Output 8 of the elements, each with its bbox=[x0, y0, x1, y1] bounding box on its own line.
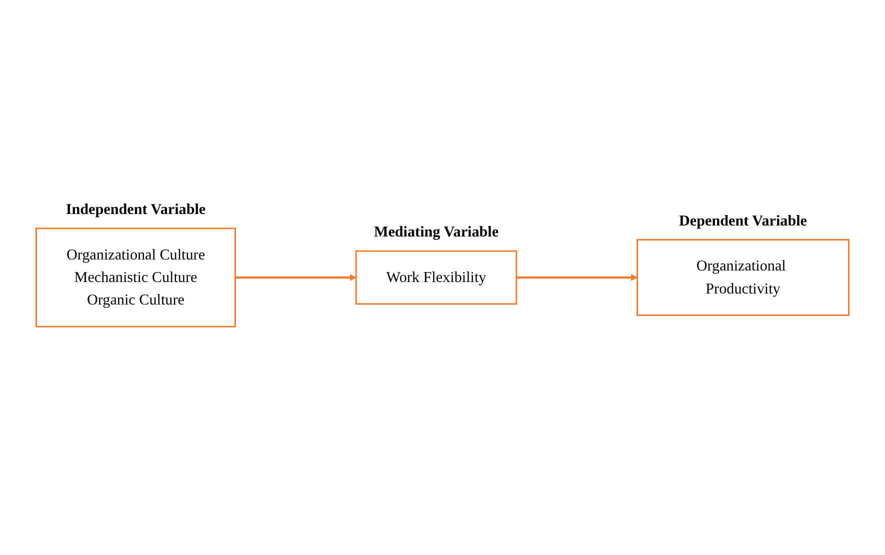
node-box: Organizational Productivity bbox=[636, 238, 850, 316]
node-label: Mediating Variable bbox=[374, 224, 499, 240]
node-label: Independent Variable bbox=[66, 201, 206, 218]
node-box: Organizational Culture Mechanistic Culture Organic Culture bbox=[36, 228, 236, 328]
arrow bbox=[516, 274, 638, 281]
node-box: Work Flexibility bbox=[355, 250, 518, 305]
node-label: Dependent Variable bbox=[679, 212, 808, 230]
arrow bbox=[235, 274, 356, 281]
